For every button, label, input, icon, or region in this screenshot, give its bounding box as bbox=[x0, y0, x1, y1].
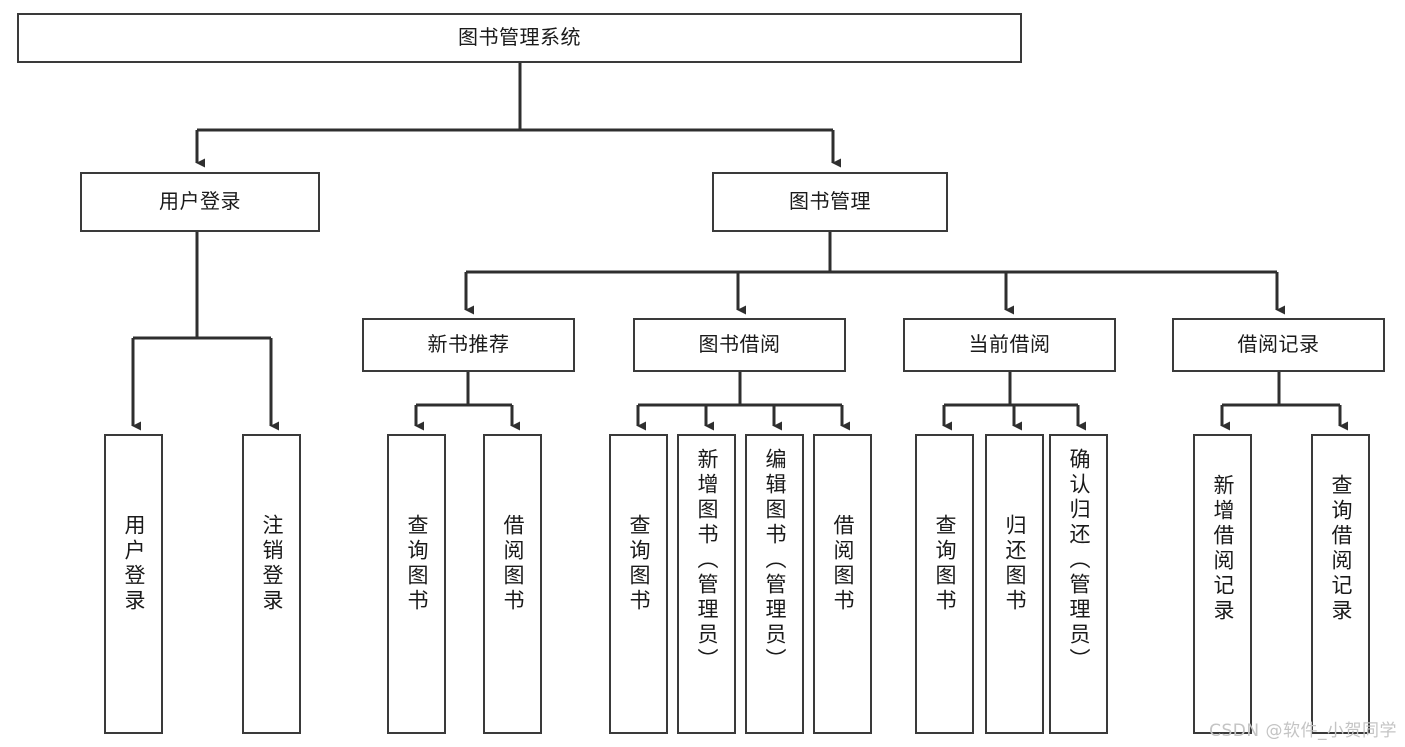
leaf-current-borrow-1-label: 查询图书 bbox=[933, 514, 957, 614]
leaf-user-login-1[interactable]: 用户登录 bbox=[104, 434, 163, 734]
node-current-borrow-label: 当前借阅 bbox=[968, 332, 1051, 357]
node-borrow-record[interactable]: 借阅记录 bbox=[1172, 318, 1385, 372]
node-root[interactable]: 图书管理系统 bbox=[17, 13, 1022, 63]
leaf-new-book-1-label: 查询图书 bbox=[405, 514, 429, 614]
node-user-login[interactable]: 用户登录 bbox=[80, 172, 320, 232]
node-borrow-record-label: 借阅记录 bbox=[1237, 332, 1320, 357]
leaf-borrow-record-1-label: 新增借阅记录 bbox=[1211, 474, 1235, 624]
leaf-current-borrow-3-label: 确认归还（管理员） bbox=[1067, 448, 1091, 673]
leaf-current-borrow-3[interactable]: 确认归还（管理员） bbox=[1049, 434, 1108, 734]
node-current-borrow[interactable]: 当前借阅 bbox=[903, 318, 1116, 372]
leaf-book-borrow-3-label: 编辑图书（管理员） bbox=[763, 448, 787, 673]
leaf-book-borrow-4-label: 借阅图书 bbox=[831, 514, 855, 614]
leaf-new-book-2-label: 借阅图书 bbox=[501, 514, 525, 614]
leaf-book-borrow-2[interactable]: 新增图书（管理员） bbox=[677, 434, 736, 734]
leaf-book-borrow-2-label: 新增图书（管理员） bbox=[695, 448, 719, 673]
leaf-current-borrow-2-label: 归还图书 bbox=[1003, 514, 1027, 614]
leaf-user-login-1-label: 用户登录 bbox=[122, 514, 146, 614]
node-new-book-recommend-label: 新书推荐 bbox=[427, 332, 510, 357]
node-root-label: 图书管理系统 bbox=[458, 25, 581, 50]
leaf-book-borrow-1-label: 查询图书 bbox=[627, 514, 651, 614]
leaf-borrow-record-1[interactable]: 新增借阅记录 bbox=[1193, 434, 1252, 734]
node-book-borrow[interactable]: 图书借阅 bbox=[633, 318, 846, 372]
leaf-book-borrow-1[interactable]: 查询图书 bbox=[609, 434, 668, 734]
leaf-user-login-2[interactable]: 注销登录 bbox=[242, 434, 301, 734]
node-book-borrow-label: 图书借阅 bbox=[698, 332, 781, 357]
node-new-book-recommend[interactable]: 新书推荐 bbox=[362, 318, 575, 372]
node-book-manage-label: 图书管理 bbox=[789, 189, 871, 214]
leaf-current-borrow-1[interactable]: 查询图书 bbox=[915, 434, 974, 734]
leaf-user-login-2-label: 注销登录 bbox=[260, 514, 284, 614]
leaf-book-borrow-3[interactable]: 编辑图书（管理员） bbox=[745, 434, 804, 734]
leaf-new-book-1[interactable]: 查询图书 bbox=[387, 434, 446, 734]
leaf-borrow-record-2[interactable]: 查询借阅记录 bbox=[1311, 434, 1370, 734]
node-book-manage[interactable]: 图书管理 bbox=[712, 172, 948, 232]
leaf-borrow-record-2-label: 查询借阅记录 bbox=[1329, 474, 1353, 624]
leaf-new-book-2[interactable]: 借阅图书 bbox=[483, 434, 542, 734]
leaf-book-borrow-4[interactable]: 借阅图书 bbox=[813, 434, 872, 734]
leaf-current-borrow-2[interactable]: 归还图书 bbox=[985, 434, 1044, 734]
node-user-login-label: 用户登录 bbox=[159, 189, 241, 214]
